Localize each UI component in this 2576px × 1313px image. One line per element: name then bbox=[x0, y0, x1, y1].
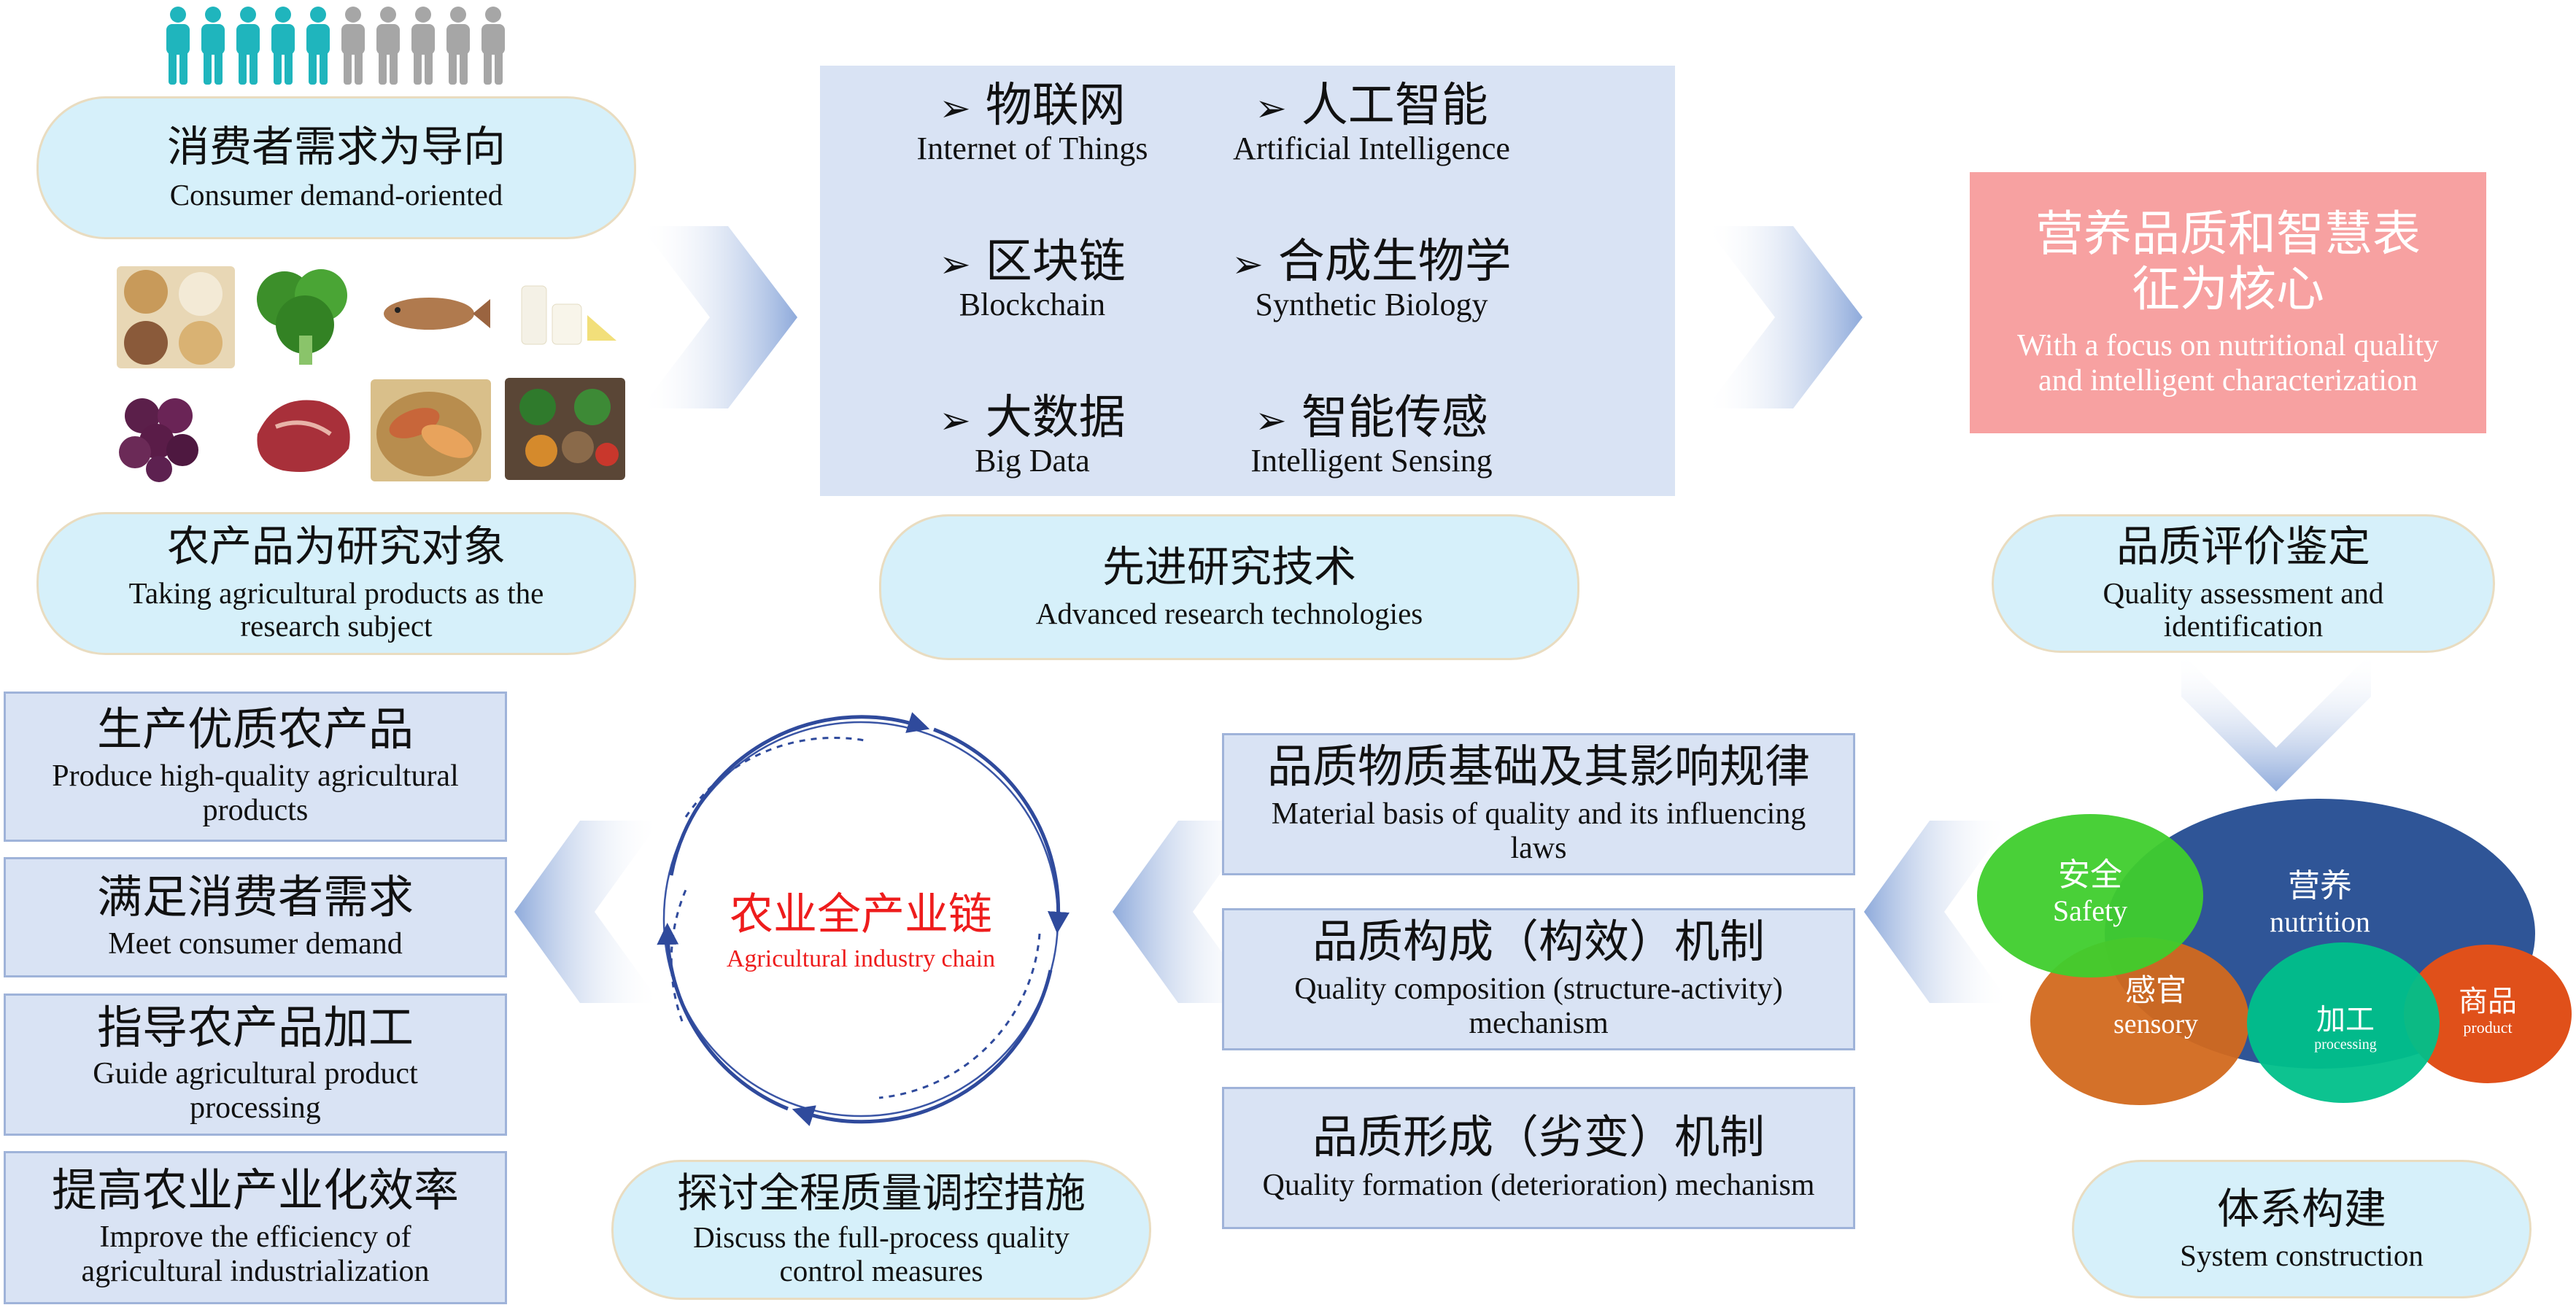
person-icon-inactive bbox=[411, 7, 435, 85]
arrow-bullet-icon: ➢ bbox=[1255, 88, 1287, 130]
tech-item-ai: ➢人工智能 Artificial Intelligence bbox=[1233, 80, 1510, 167]
venn-nutrition-label: 营养 nutrition bbox=[2270, 868, 2370, 938]
person-icon-active bbox=[271, 7, 295, 85]
fish-image bbox=[372, 288, 492, 339]
person-icon-active bbox=[306, 7, 330, 85]
tech-item-big-data: ➢大数据 Big Data bbox=[939, 392, 1126, 479]
dairy-image bbox=[507, 271, 624, 355]
cycle-arrow-bottom-left bbox=[657, 923, 789, 1111]
quality-control-pill: 探讨全程质量调控措施 Discuss the full-process qual… bbox=[611, 1160, 1151, 1300]
outcome-box-processing: 指导农产品加工 Guide agricultural product proce… bbox=[4, 994, 507, 1136]
core-focus-zh: 营养品质和智慧表征为核心 bbox=[2035, 207, 2421, 317]
arrow-down bbox=[2181, 653, 2371, 791]
arrow-bullet-icon: ➢ bbox=[939, 400, 971, 442]
venn-sensory-label: 感官 sensory bbox=[2113, 975, 2199, 1040]
venn-processing-label: 加工 processing bbox=[2314, 1003, 2377, 1053]
consumer-people-icons bbox=[166, 7, 505, 85]
mechanism-box-composition: 品质构成（构效）机制 Quality composition (structur… bbox=[1222, 908, 1855, 1050]
broccoli-image bbox=[248, 263, 357, 368]
consumer-demand-en: Consumer demand-oriented bbox=[169, 177, 503, 212]
advanced-tech-zh: 先进研究技术 bbox=[1102, 543, 1356, 591]
quality-venn-diagram bbox=[1977, 799, 2572, 1105]
venn-safety-ellipse bbox=[1977, 814, 2203, 977]
consumer-demand-zh: 消费者需求为导向 bbox=[166, 123, 506, 171]
arrow-bullet-icon: ➢ bbox=[939, 88, 971, 130]
outcome-box-high-quality: 生产优质农产品 Produce high-quality agricultura… bbox=[4, 692, 507, 842]
advanced-tech-en: Advanced research technologies bbox=[1035, 596, 1423, 630]
tech-item-iot: ➢物联网 Internet of Things bbox=[916, 80, 1148, 167]
venn-processing-ellipse bbox=[2247, 942, 2440, 1103]
venn-sensory-ellipse bbox=[2030, 937, 2249, 1105]
tech-item-blockchain: ➢区块链 Blockchain bbox=[939, 236, 1126, 323]
quality-assessment-en: Quality assessment and identification bbox=[2103, 576, 2384, 643]
outcome-box-consumer-demand: 满足消费者需求 Meet consumer demand bbox=[4, 857, 507, 977]
cycle-dashed-left bbox=[670, 889, 687, 1022]
arrow-left-1 bbox=[514, 821, 660, 1003]
arrow-right-2 bbox=[1706, 226, 1863, 408]
agri-subject-pill: 农产品为研究对象 Taking agricultural products as… bbox=[36, 512, 636, 655]
person-icon-inactive bbox=[446, 7, 470, 85]
system-construction-zh: 体系构建 bbox=[2216, 1185, 2386, 1233]
outcome-box-efficiency: 提高农业产业化效率 Improve the efficiency of agri… bbox=[4, 1151, 507, 1304]
cycle-dashed-right bbox=[878, 933, 1041, 1099]
grapes-image bbox=[109, 383, 212, 485]
consumer-demand-pill: 消费者需求为导向 Consumer demand-oriented bbox=[36, 96, 636, 239]
arrow-bullet-icon: ➢ bbox=[1255, 400, 1287, 442]
cycle-arrow-top-left bbox=[669, 712, 930, 876]
industry-chain-cycle bbox=[657, 712, 1070, 1126]
meat-image bbox=[247, 383, 360, 481]
technology-panel bbox=[820, 66, 1675, 496]
quality-control-en: Discuss the full-process quality control… bbox=[693, 1220, 1070, 1288]
quality-control-zh: 探讨全程质量调控措施 bbox=[677, 1171, 1086, 1217]
person-icon-active bbox=[166, 7, 190, 85]
agri-subject-zh: 农产品为研究对象 bbox=[166, 522, 506, 570]
tech-item-intelligent-sensing: ➢智能传感 Intelligent Sensing bbox=[1250, 392, 1493, 479]
person-icon-active bbox=[236, 7, 260, 85]
tech-item-synthetic-biology: ➢合成生物学 Synthetic Biology bbox=[1231, 236, 1512, 323]
system-construction-en: System construction bbox=[2180, 1238, 2424, 1272]
agri-subject-en: Taking agricultural products as the rese… bbox=[128, 576, 544, 643]
person-icon-inactive bbox=[376, 7, 400, 85]
person-icon-inactive bbox=[481, 7, 505, 85]
grains-image bbox=[117, 266, 235, 368]
quality-assessment-zh: 品质评价鉴定 bbox=[2116, 522, 2370, 570]
arrow-bullet-icon: ➢ bbox=[939, 244, 971, 286]
cycle-dashed-top bbox=[684, 736, 865, 818]
cycle-arrow-top-right bbox=[933, 727, 1070, 934]
arrow-bullet-icon: ➢ bbox=[1231, 244, 1264, 286]
core-focus-box: 营养品质和智慧表征为核心 With a focus on nutritional… bbox=[1970, 172, 2486, 433]
core-focus-en: With a focus on nutritional quality and … bbox=[2016, 328, 2440, 398]
person-icon-active bbox=[201, 7, 225, 85]
system-construction-pill: 体系构建 System construction bbox=[2072, 1160, 2531, 1298]
advanced-tech-pill: 先进研究技术 Advanced research technologies bbox=[879, 514, 1579, 660]
venn-product-ellipse bbox=[2404, 945, 2572, 1083]
quality-assessment-pill: 品质评价鉴定 Quality assessment and identifica… bbox=[1992, 514, 2495, 653]
industry-chain-label: 农业全产业链 Agricultural industry chain bbox=[726, 891, 996, 972]
venn-product-label: 商品 product bbox=[2459, 985, 2517, 1037]
mixed-produce-image bbox=[505, 378, 625, 480]
sweet-potato-image bbox=[371, 379, 491, 481]
venn-safety-label: 安全 Safety bbox=[2052, 857, 2128, 927]
cycle-arrow-bottom-right bbox=[792, 969, 1053, 1126]
arrow-left-3 bbox=[1864, 821, 2010, 1003]
mechanism-box-formation: 品质形成（劣变）机制 Quality formation (deteriorat… bbox=[1222, 1087, 1855, 1229]
arrow-right-1 bbox=[641, 226, 797, 408]
mechanism-box-material-basis: 品质物质基础及其影响规律 Material basis of quality a… bbox=[1222, 733, 1855, 875]
person-icon-inactive bbox=[341, 7, 365, 85]
